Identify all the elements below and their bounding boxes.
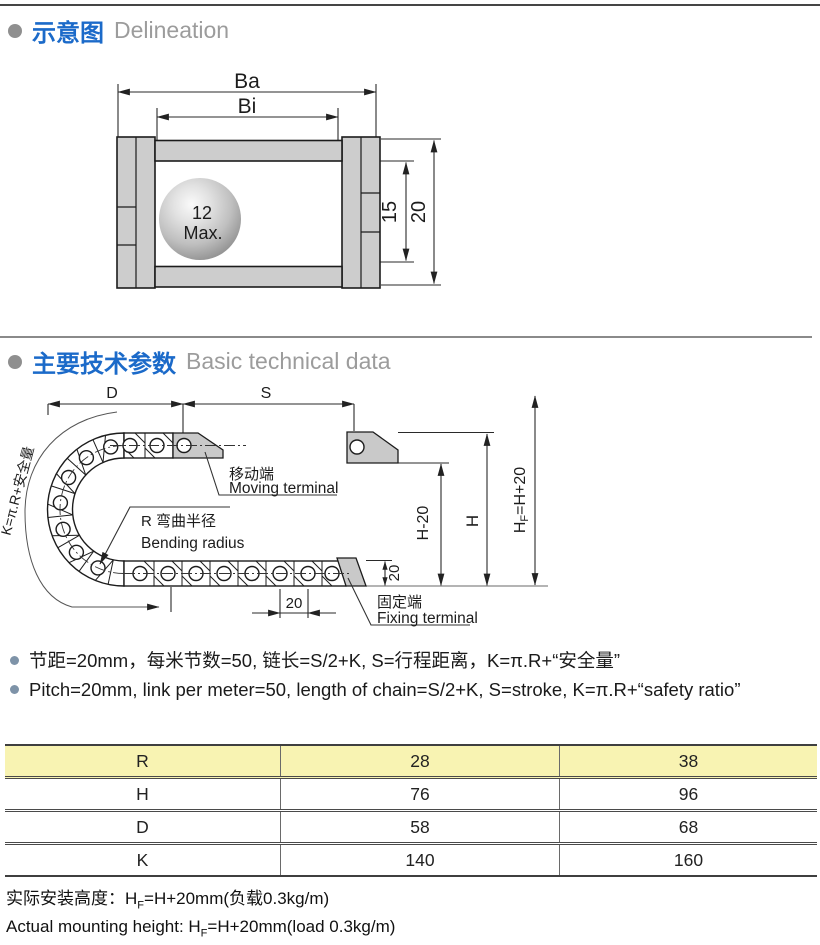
ball-unit: Max. <box>183 223 222 243</box>
section-header-technical: 主要技术参数 Basic technical data <box>8 344 391 379</box>
cell-value: 160 <box>560 844 818 877</box>
moving-terminal-en: Moving terminal <box>229 480 338 497</box>
footer-en: Actual mounting height: HF=H+20mm(load 0… <box>6 916 395 944</box>
note-zh-text: 节距=20mm，每米节数=50, 链长=S/2+K, S=行程距离，K=π.R+… <box>29 650 620 672</box>
dim-s-label: S <box>261 385 272 402</box>
bullet-icon <box>8 24 22 38</box>
note-en-text: Pitch=20mm, link per meter=50, length of… <box>29 679 741 701</box>
cell-value: 76 <box>281 778 560 811</box>
k-formula-label: K=π.R+安全量 <box>0 445 37 537</box>
bending-radius-zh: R 弯曲半径 <box>141 513 216 530</box>
centerlines <box>60 446 352 574</box>
dimension-lines <box>118 84 441 285</box>
note-en: Pitch=20mm, link per meter=50, length of… <box>8 679 741 701</box>
row-label: K <box>5 844 281 877</box>
cell-value: 68 <box>560 811 818 844</box>
table-row-k: K 140 160 <box>5 844 817 877</box>
dim-hf-label: HF=H+20 <box>512 467 531 533</box>
delineation-drawing: Ba Bi 12 Max. 15 20 <box>90 55 460 305</box>
section-header-delineation: 示意图 Delineation <box>8 13 229 48</box>
fixing-terminal-zh: 固定端 <box>377 594 422 611</box>
dim-bi-label: Bi <box>238 95 257 118</box>
section-title-zh: 主要技术参数 <box>32 344 176 379</box>
dim-h-label: H <box>463 515 482 527</box>
dim-ba-label: Ba <box>234 70 260 93</box>
dim-h20-label: H-20 <box>415 506 432 541</box>
top-rule <box>0 4 820 6</box>
bending-radius-en: Bending radius <box>141 535 245 552</box>
cell-value: 28 <box>281 745 560 778</box>
ball-value: 12 <box>192 203 212 223</box>
note-zh: 节距=20mm，每米节数=50, 链长=S/2+K, S=行程距离，K=π.R+… <box>8 650 620 672</box>
row-label: H <box>5 778 281 811</box>
dim-d-label: D <box>106 385 118 402</box>
carrier-cross-section <box>117 137 380 288</box>
dim-20v-label: 20 <box>386 565 403 582</box>
footer-notes: 实际安装高度：HF=H+20mm(负载0.3kg/m) Actual mount… <box>6 888 395 945</box>
note-bullet-icon <box>10 656 19 665</box>
table-row-r: R 28 38 <box>5 745 817 778</box>
cell-value: 58 <box>281 811 560 844</box>
cell-value: 140 <box>281 844 560 877</box>
section-title-zh: 示意图 <box>32 13 104 48</box>
table-row-d: D 58 68 <box>5 811 817 844</box>
table-row-h: H 76 96 <box>5 778 817 811</box>
fixing-terminal-en: Fixing terminal <box>377 610 478 627</box>
cell-value: 96 <box>560 778 818 811</box>
section-title-en: Delineation <box>114 17 229 44</box>
bullet-icon <box>8 355 22 369</box>
section-divider <box>0 336 812 338</box>
cell-value: 38 <box>560 745 818 778</box>
footer-zh: 实际安装高度：HF=H+20mm(负载0.3kg/m) <box>6 888 395 916</box>
section-title-en: Basic technical data <box>186 348 391 375</box>
row-label: R <box>5 745 281 778</box>
dim-15-label: 15 <box>379 201 401 223</box>
dim-pitch-label: 20 <box>286 595 303 612</box>
dim-20-label: 20 <box>408 201 430 223</box>
row-label: D <box>5 811 281 844</box>
spec-table: R 28 38 H 76 96 D 58 68 K 140 160 <box>5 744 817 877</box>
chain-diagram: D S 移动端 Moving terminal R 弯曲半径 Bending r… <box>0 382 560 644</box>
note-bullet-icon <box>10 685 19 694</box>
